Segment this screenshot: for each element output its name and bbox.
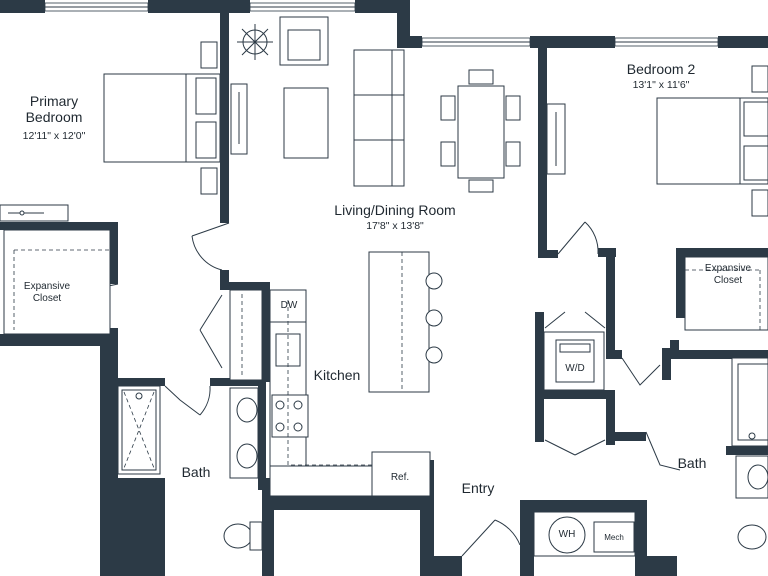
bedroom-2-dimensions: 13'1" x 11'6": [632, 79, 690, 91]
living-dining-name: Living/Dining Room: [334, 202, 456, 218]
doors: [79, 221, 706, 557]
dishwasher-label: DW: [280, 300, 298, 311]
closet-right-line2: Closet: [713, 274, 743, 286]
sofa: [353, 49, 405, 187]
washer-dryer: [543, 331, 605, 391]
water-heater-mech: [533, 511, 636, 557]
right-bath-fixtures: [731, 357, 768, 550]
mechanical-label: Mech: [604, 533, 624, 542]
bath-left-name: Bath: [181, 464, 211, 480]
living-dining-dimensions: 17'8" x 13'8": [366, 220, 424, 232]
primary-bed: [103, 41, 221, 195]
primary-bedroom-dimensions: 12'11" x 12'0": [22, 130, 86, 142]
closet-left-line1: Expansive: [23, 281, 71, 292]
windows: [44, 2, 719, 47]
closet-left-label: Expansive Closet: [24, 281, 70, 304]
water-heater-label: WH: [558, 529, 576, 540]
washer-dryer-label: W/D: [565, 363, 585, 374]
closet-right-line1: Expansive: [704, 263, 752, 274]
kitchen-island: [368, 251, 443, 393]
bedroom2-bed: [656, 65, 768, 217]
primary-dresser: [0, 204, 69, 222]
primary-bedroom-name-line2: Bedroom: [25, 109, 83, 126]
plant: [237, 24, 273, 60]
dining-table: [440, 69, 521, 193]
bedroom-2-name: Bedroom 2: [626, 61, 696, 77]
closet-left-line2: Closet: [32, 292, 62, 304]
primary-bedroom-name: Primary Bedroom: [26, 93, 83, 125]
kitchen-name: Kitchen: [313, 367, 361, 383]
primary-bedroom-name-line1: Primary: [29, 93, 79, 109]
kitchen-counter: [269, 289, 431, 497]
bedroom2-dresser: [546, 103, 566, 175]
right-closet: [684, 256, 768, 331]
tv-console: [230, 83, 248, 155]
bath-right-name: Bath: [677, 455, 707, 471]
refrigerator-label: Ref.: [390, 472, 410, 483]
coffee-table: [283, 87, 329, 159]
left-closet: [3, 229, 263, 381]
closet-right-label: Expansive Closet: [705, 263, 751, 286]
armchair: [279, 16, 329, 66]
left-bath-fixtures: [117, 385, 263, 551]
entry-name: Entry: [461, 480, 495, 496]
